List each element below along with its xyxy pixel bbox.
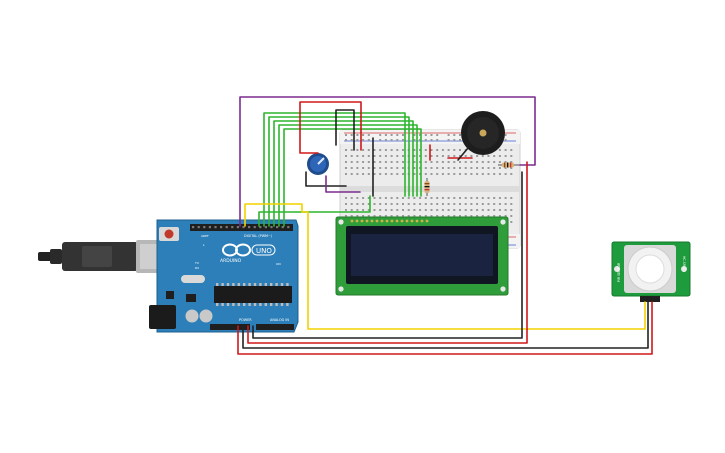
arduino-logo-icon [222,243,251,257]
wire-green-5[interactable] [283,128,422,227]
wire-green-4[interactable] [278,124,418,227]
aref-label: AREF [201,234,209,238]
wire-yellow[interactable] [244,203,646,330]
on-led-label: ON [276,262,281,266]
atmega-chip [214,286,292,303]
digital-header [190,224,293,231]
power-header-label: POWER [239,318,252,322]
lcd-pin-header [350,219,429,223]
wire-red-rail[interactable] [247,161,528,344]
resistor-buzzer[interactable] [498,162,520,168]
rx-label: RX [195,266,199,270]
wire-black-pot[interactable] [335,109,355,151]
resistor-lcd[interactable] [424,178,430,196]
wire-green-6[interactable] [258,195,371,227]
potentiometer[interactable] [307,153,329,175]
wire-black-pot-2[interactable] [305,171,347,187]
wire-green-1[interactable] [263,112,406,227]
digital-header-label: DIGITAL (PWM~) [244,234,273,238]
wire-black-rail[interactable] [252,171,523,339]
piezo-buzzer[interactable] [461,111,505,155]
arduino-uno[interactable]: ARDUINO UNO DIGITAL (PWM~) POWER ANALOG … [38,219,299,333]
wire-red-main[interactable] [237,301,653,355]
lcd-display[interactable] [335,216,509,296]
wire-purple[interactable] [239,96,536,227]
pir-sensor[interactable]: PIR SENSOR HC-SR501 [611,241,691,302]
power-header [210,324,250,330]
analog-header [256,324,294,330]
wire-black-buzzer[interactable] [457,147,469,161]
wire-green-2[interactable] [268,116,410,227]
wire-green-3[interactable] [273,120,414,227]
wire-black-main[interactable] [242,301,649,349]
wire-red-pot[interactable] [299,101,362,154]
arduino-brand-label: ARDUINO [220,258,242,264]
pir-label-right: HC-SR501 [682,256,686,272]
power-jack [149,305,176,329]
usb-plug-tip [38,252,52,261]
pir-pin-header [640,296,660,302]
arduino-model-label: UNO [256,247,272,255]
wire-purple-pot[interactable] [325,175,361,193]
tx-label: TX [194,261,199,265]
pir-label-left: PIR SENSOR [617,262,621,282]
analog-header-label: ANALOG IN [270,318,289,322]
crystal [181,275,205,283]
l-led-label: L [203,243,205,247]
